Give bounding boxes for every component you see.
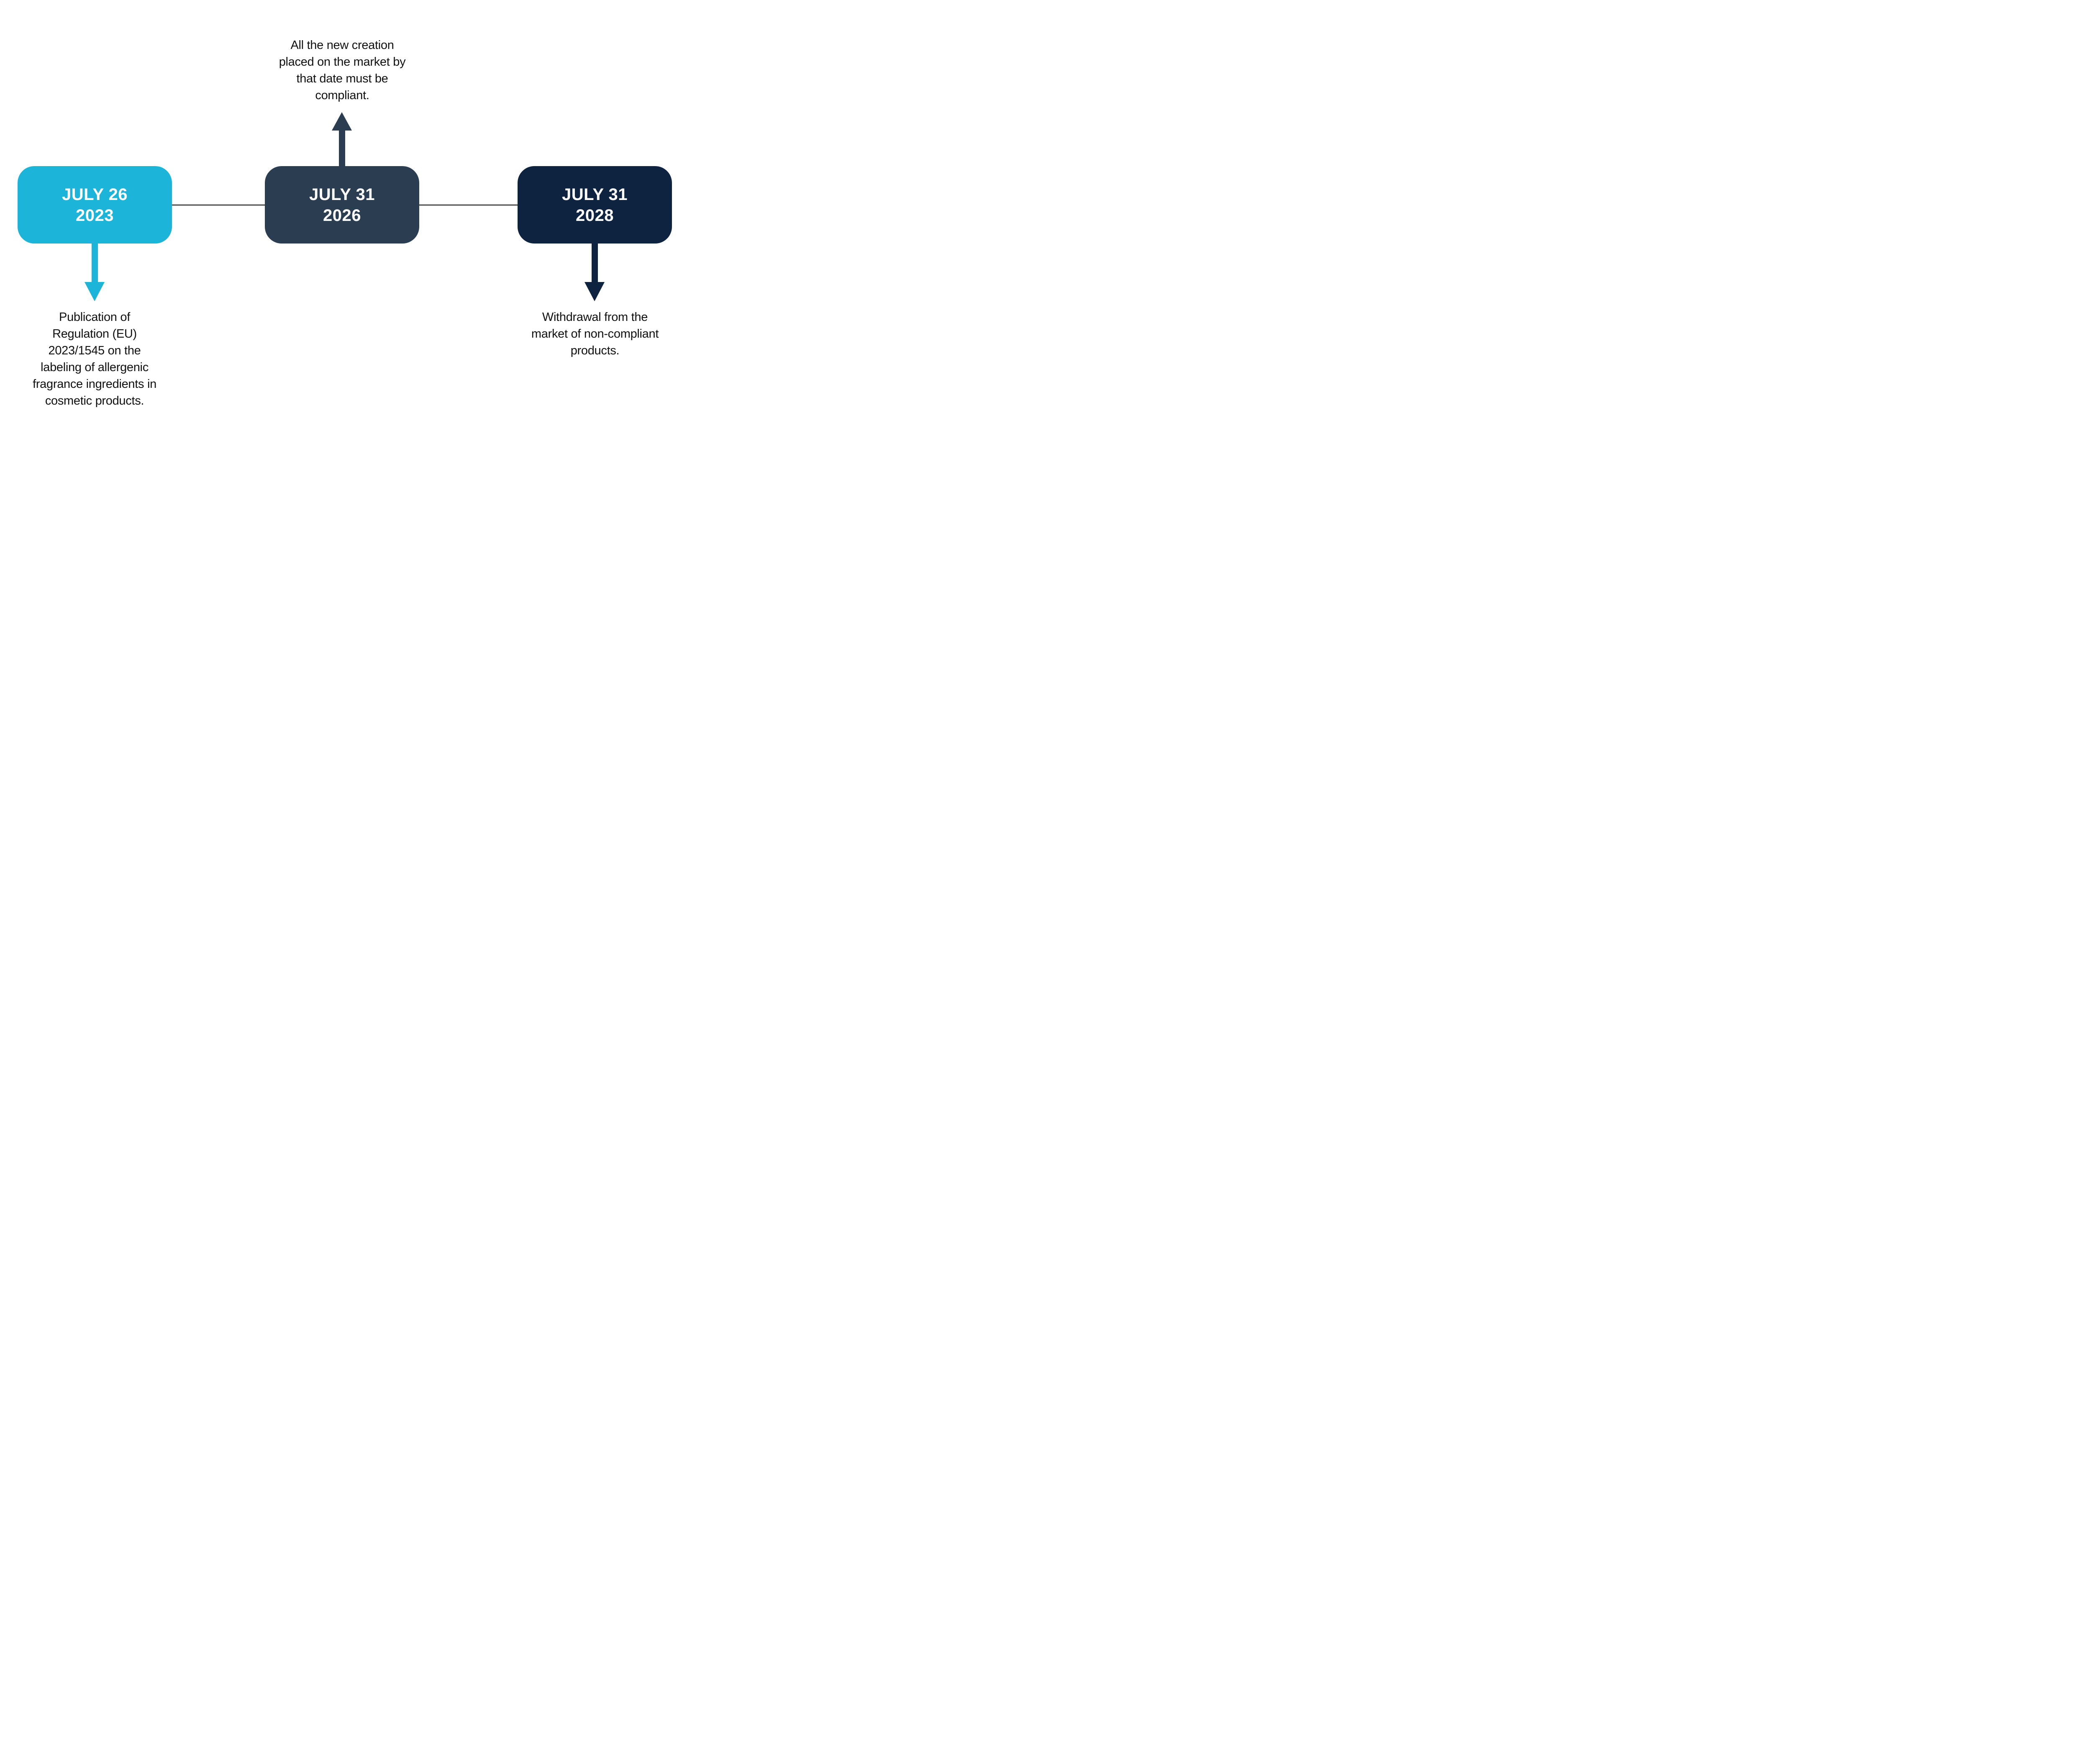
date-line-1: JULY 26	[62, 185, 128, 204]
date-line-2: 2023	[76, 206, 114, 225]
up-arrow-head-icon	[332, 112, 352, 131]
date-box-july-31-2026: JULY 31 2026	[265, 166, 419, 244]
down-arrow-shaft	[592, 244, 598, 282]
date-line-2: 2028	[576, 206, 614, 225]
date-line-1: JULY 31	[309, 185, 375, 204]
timeline-canvas: All the new creation placed on the marke…	[0, 0, 682, 441]
date-line-2: 2026	[323, 206, 361, 225]
date-line-1: JULY 31	[562, 185, 628, 204]
date-box-july-26-2023: JULY 26 2023	[18, 166, 172, 244]
date-box-july-31-2028: JULY 31 2028	[518, 166, 672, 244]
milestone-2026-description: All the new creation placed on the marke…	[279, 38, 406, 103]
up-arrow-shaft	[339, 131, 345, 167]
down-arrow-head-icon	[585, 282, 605, 301]
milestone-2028-description: Withdrawal from the market of non-compli…	[531, 310, 659, 358]
down-arrow-shaft	[92, 244, 98, 282]
down-arrow-head-icon	[85, 282, 105, 301]
milestone-2023-description: Publication of Regulation (EU) 2023/1545…	[33, 310, 156, 408]
